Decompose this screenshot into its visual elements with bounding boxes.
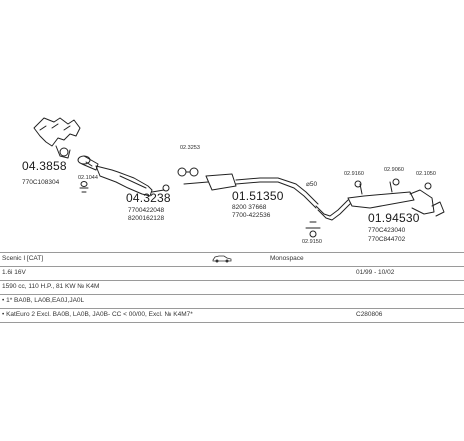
hangers-drawing: [354, 178, 432, 190]
rubber-b-ref: 02.9160: [344, 171, 364, 177]
row-model: • 1* BA0B, LA0B,EA0J,JA0L: [2, 297, 85, 304]
rubber-d-ref: 02.1050: [416, 171, 436, 177]
table-row: 1590 cc, 110 H.P., 81 KW № K4M: [0, 280, 464, 294]
manifold-ref: 770C108304: [22, 179, 60, 186]
rear-silencer-ref-1: 770C423040: [368, 227, 406, 234]
rubber-c-ref: 02.9060: [384, 167, 404, 173]
row-model: Scenic I [CAT]: [2, 255, 44, 262]
clamp-ref: 02.3253: [180, 145, 200, 151]
row-dates: 01/99 - 10/02: [356, 269, 395, 276]
catalyst-ref-1: 7700422048: [128, 207, 165, 214]
gasket-ref: 02.1044: [78, 175, 98, 181]
middle-silencer-ref-1: 8200 37668: [232, 204, 267, 211]
middle-silencer-number: 01.51350: [232, 189, 284, 203]
catalyst-drawing: [95, 165, 165, 197]
middle-silencer-drawing: [183, 173, 319, 209]
table-rule: [0, 252, 464, 253]
table-row: • 1* BA0B, LA0B,EA0J,JA0L: [0, 294, 464, 308]
rear-silencer-ref-2: 770C844702: [368, 236, 406, 243]
clamp-drawing: [162, 167, 199, 192]
catalyst-ref-2: 8200162128: [128, 215, 165, 222]
middle-silencer-ref-2: 7700-422536: [232, 212, 271, 219]
manifold-number: 04.3858: [22, 159, 67, 173]
table-rule: [0, 322, 464, 323]
rear-silencer-number: 01.94530: [368, 211, 420, 225]
table-rule: [0, 308, 464, 309]
car-icon: [212, 253, 232, 265]
table-rule: [0, 266, 464, 267]
row-model: • KatEuro 2 Excl. BA0B, LA0B, JA0B- CC <…: [2, 311, 193, 318]
flex-pipe-drawing: [77, 155, 99, 193]
row-note: C280806: [356, 311, 383, 318]
table-row: • KatEuro 2 Excl. BA0B, LA0B, JA0B- CC <…: [0, 308, 464, 322]
catalyst-number: 04.3238: [126, 191, 171, 205]
table-rule: [0, 294, 464, 295]
table-row: 1.6i 16V 01/99 - 10/02: [0, 266, 464, 280]
table-rule: [0, 280, 464, 281]
link-pipe-drawing: [305, 199, 351, 238]
exhaust-diagram: 04.3858 770C108304 02.1044 04.3238 77004…: [22, 117, 445, 245]
row-model: 1590 cc, 110 H.P., 81 KW № K4M: [2, 283, 100, 290]
exhaust-drawing: [33, 117, 445, 238]
manifold-drawing: [33, 117, 81, 159]
row-model: 1.6i 16V: [2, 269, 26, 276]
row-note: Monospace: [270, 255, 304, 262]
pipe-diameter: ⌀50: [306, 181, 318, 188]
rubber-a-ref: 02.9150: [302, 239, 322, 245]
table-row: Scenic I [CAT] Monospace: [0, 252, 464, 266]
